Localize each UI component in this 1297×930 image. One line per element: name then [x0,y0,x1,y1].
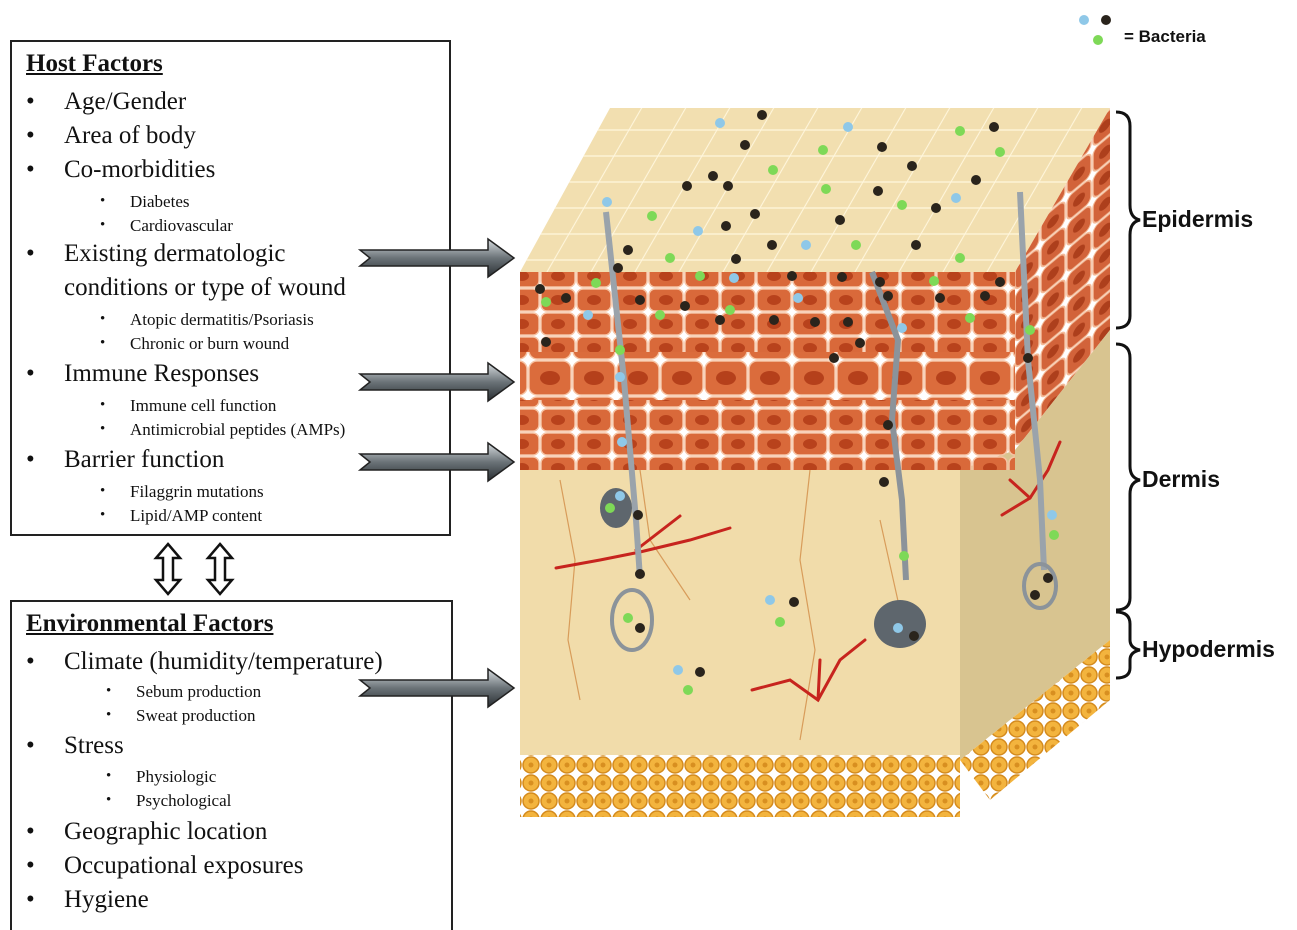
factor-arrows [360,239,514,707]
arrow-right-immune [360,363,514,401]
double-arrow-left [156,544,180,594]
epidermis-brace [1116,112,1140,328]
bidirectional-arrows [156,544,232,594]
double-arrow-right [208,544,232,594]
bacteria-legend-label: = Bacteria [1124,27,1206,47]
hypodermis-label: Hypodermis [1142,636,1275,663]
dermis-brace [1116,344,1140,610]
arrow-right-epidermis [360,239,514,277]
dermis-label: Dermis [1142,466,1220,493]
arrow-right-barrier [360,443,514,481]
hypodermis-layer [520,755,960,817]
epidermis-label: Epidermis [1142,206,1253,233]
legend-bacteria-dots [1079,15,1111,45]
layer-braces [1116,112,1140,678]
arrow-right-environmental [360,669,514,707]
hypodermis-brace [1116,612,1140,678]
